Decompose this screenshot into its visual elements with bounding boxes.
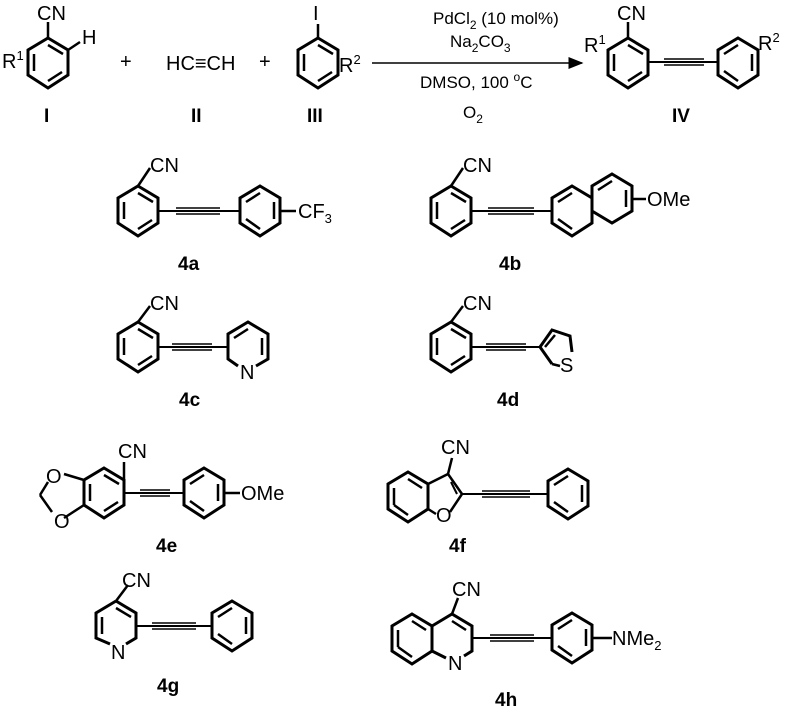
catalyst-loading: (10 mol%)	[477, 9, 559, 28]
plus-sign: +	[120, 51, 132, 73]
substituent-main: CF	[298, 201, 325, 223]
skeleton	[429, 167, 646, 238]
r-superscript: 1	[16, 48, 23, 63]
compound-4h: N CN NMe2 4h	[390, 579, 661, 711]
base-subscript-2: 3	[504, 41, 511, 55]
base-subscript: 2	[472, 41, 479, 55]
methoxy-label: OMe	[241, 483, 284, 505]
iodo-label: I	[313, 3, 319, 25]
solvent-temperature-label: DMSO, 100 oC	[420, 70, 533, 92]
compound-label-II: II	[191, 106, 202, 127]
reactant-III: I R2 III	[296, 3, 361, 127]
compound-id: 4h	[495, 690, 517, 711]
reactant-I: CN H R1 I	[2, 3, 96, 127]
cn-label: CN	[463, 155, 492, 177]
skeleton	[38, 462, 240, 520]
sulfur-label: S	[560, 355, 573, 377]
skeleton	[94, 584, 254, 653]
temperature-unit: C	[520, 73, 532, 92]
compound-label-III: III	[307, 106, 323, 127]
skeleton	[116, 167, 296, 238]
benzene-ring	[26, 22, 81, 90]
substituent-subscript: 3	[325, 211, 332, 226]
cn-label: CN	[150, 155, 179, 177]
oxidant-subscript: 2	[476, 112, 483, 126]
compound-id: 4d	[497, 390, 519, 411]
compound-4d: S CN 4d	[429, 293, 574, 411]
base-label: Na2CO3	[450, 32, 511, 55]
compound-id: 4g	[157, 676, 179, 697]
substituent-subscript: 2	[654, 638, 661, 653]
skeleton	[390, 597, 612, 666]
solvent-main: DMSO, 100	[420, 73, 514, 92]
r-label: R	[584, 35, 598, 57]
cn-label: CN	[463, 293, 492, 315]
oxygen-label: O	[46, 466, 62, 488]
degree-superscript: o	[514, 70, 521, 84]
compound-4f: O CN 4f	[386, 437, 590, 557]
product-skeleton	[606, 22, 760, 90]
oxygen-label: O	[436, 505, 452, 527]
oxidant-label: O2	[463, 103, 483, 126]
base-main-2: CO	[478, 32, 504, 51]
catalyst-subscript: 2	[470, 18, 477, 32]
nitrogen-label: N	[448, 653, 462, 675]
cn-label: CN	[118, 441, 147, 463]
r-label: R	[2, 51, 16, 73]
oxygen-label: O	[54, 511, 70, 533]
r-superscript: 2	[353, 52, 360, 67]
catalyst-label: PdCl2 (10 mol%)	[433, 9, 559, 32]
benzene-ring	[296, 24, 340, 90]
compound-4c: N CN 4c	[116, 293, 270, 411]
plus-sign: +	[259, 51, 271, 73]
r1-label: R1	[2, 48, 24, 73]
r1-label: R1	[584, 32, 606, 57]
cn-label: CN	[441, 437, 470, 459]
nitrogen-label: N	[240, 362, 254, 384]
dimethylamino-label: NMe2	[612, 628, 661, 653]
nitrogen-label: N	[111, 642, 125, 664]
r-label: R	[758, 33, 772, 55]
acetylene-formula: HC≡CH	[166, 53, 235, 75]
reactant-II: HC≡CH II	[166, 53, 235, 127]
compound-id: 4c	[179, 390, 201, 411]
r-superscript: 1	[598, 32, 605, 47]
r-label: R	[339, 55, 353, 77]
r-superscript: 2	[772, 30, 779, 45]
compound-id: 4b	[499, 254, 521, 275]
compound-id: 4e	[156, 536, 177, 557]
r2-label: R2	[339, 52, 361, 77]
compound-id: 4f	[449, 536, 467, 557]
compound-4g: N CN 4g	[94, 570, 254, 697]
cn-label: CN	[452, 579, 481, 601]
skeleton	[429, 305, 574, 374]
cn-label: CN	[37, 3, 66, 25]
substituent-main: NMe	[612, 628, 654, 650]
compound-4e: O O CN OMe 4e	[38, 441, 284, 557]
cn-label: CN	[150, 293, 179, 315]
compound-4a: CN CF3 4a	[116, 155, 332, 275]
compound-label-I: I	[44, 106, 49, 127]
oxidant-main: O	[463, 103, 476, 122]
substituent-label: CF3	[298, 201, 332, 226]
skeleton	[116, 305, 270, 374]
methoxy-label: OMe	[647, 189, 690, 211]
skeleton	[386, 457, 590, 524]
reaction-conditions: PdCl2 (10 mol%) Na2CO3 DMSO, 100 oC O2	[372, 9, 584, 126]
compound-label-IV: IV	[672, 106, 690, 127]
catalyst-main: PdCl	[433, 9, 470, 28]
hydrogen-label: H	[82, 27, 96, 49]
cn-label: CN	[617, 3, 646, 25]
base-main: Na	[450, 32, 472, 51]
product-IV: CN R1 R2 IV	[584, 3, 780, 127]
r2-label: R2	[758, 30, 780, 55]
compound-4b: CN OMe 4b	[429, 155, 690, 275]
cn-label: CN	[122, 570, 151, 592]
compound-id: 4a	[178, 254, 200, 275]
